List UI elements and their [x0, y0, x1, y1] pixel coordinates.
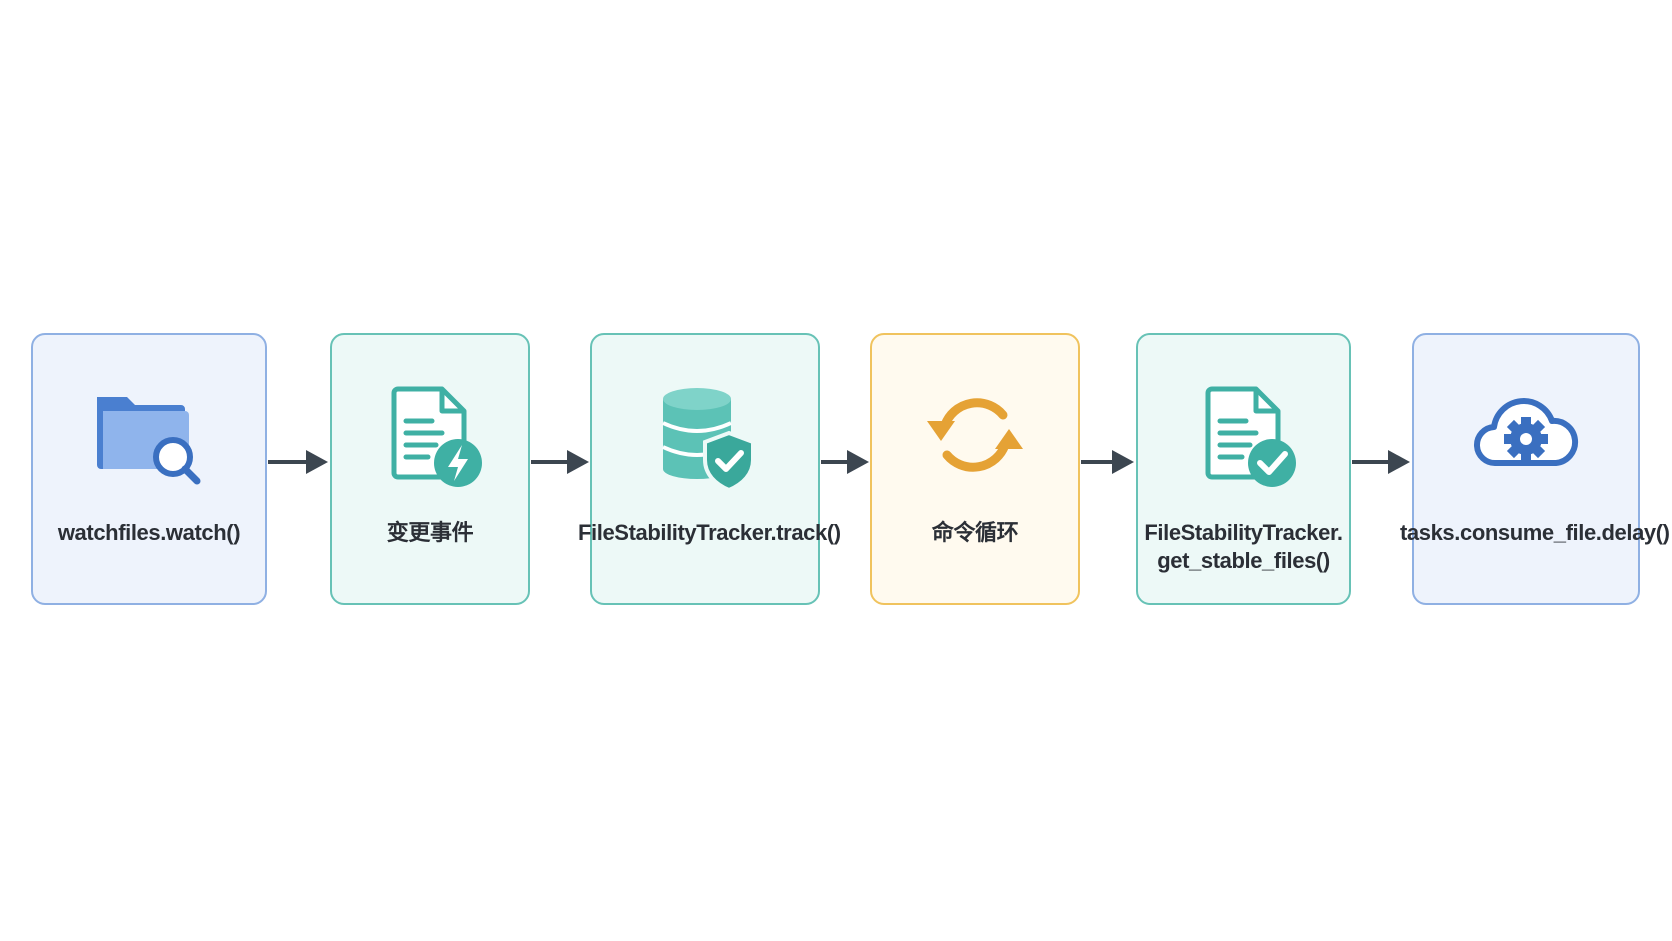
node-label: 变更事件	[386, 520, 474, 545]
cloud-gear-icon	[1466, 375, 1586, 495]
folder-search-icon	[89, 375, 209, 495]
arrow-connector	[268, 447, 330, 477]
node-label: 命令循环	[931, 520, 1019, 545]
node-consume-file-delay: tasks.consume_file.delay()	[1400, 333, 1670, 605]
node-label: FileStabilityTracker. get_stable_files()	[1144, 520, 1343, 573]
document-check-icon	[1184, 375, 1304, 495]
node-tracker-track: FileStabilityTracker.track()	[578, 333, 841, 605]
node-label: FileStabilityTracker.track()	[578, 520, 841, 545]
document-lightning-icon	[370, 375, 490, 495]
node-watchfiles-watch: watchfiles.watch()	[31, 333, 267, 605]
node-label: tasks.consume_file.delay()	[1400, 520, 1670, 545]
node-label: watchfiles.watch()	[57, 520, 241, 545]
node-change-event: 变更事件	[330, 333, 530, 605]
database-shield-icon	[645, 375, 765, 495]
refresh-cycle-icon	[915, 375, 1035, 495]
arrow-connector	[1081, 447, 1136, 477]
node-tracker-get-stable-files: FileStabilityTracker. get_stable_files()	[1136, 333, 1351, 605]
arrow-connector	[821, 447, 871, 477]
arrow-connector	[531, 447, 591, 477]
arrow-connector	[1352, 447, 1412, 477]
node-command-loop: 命令循环	[870, 333, 1080, 605]
